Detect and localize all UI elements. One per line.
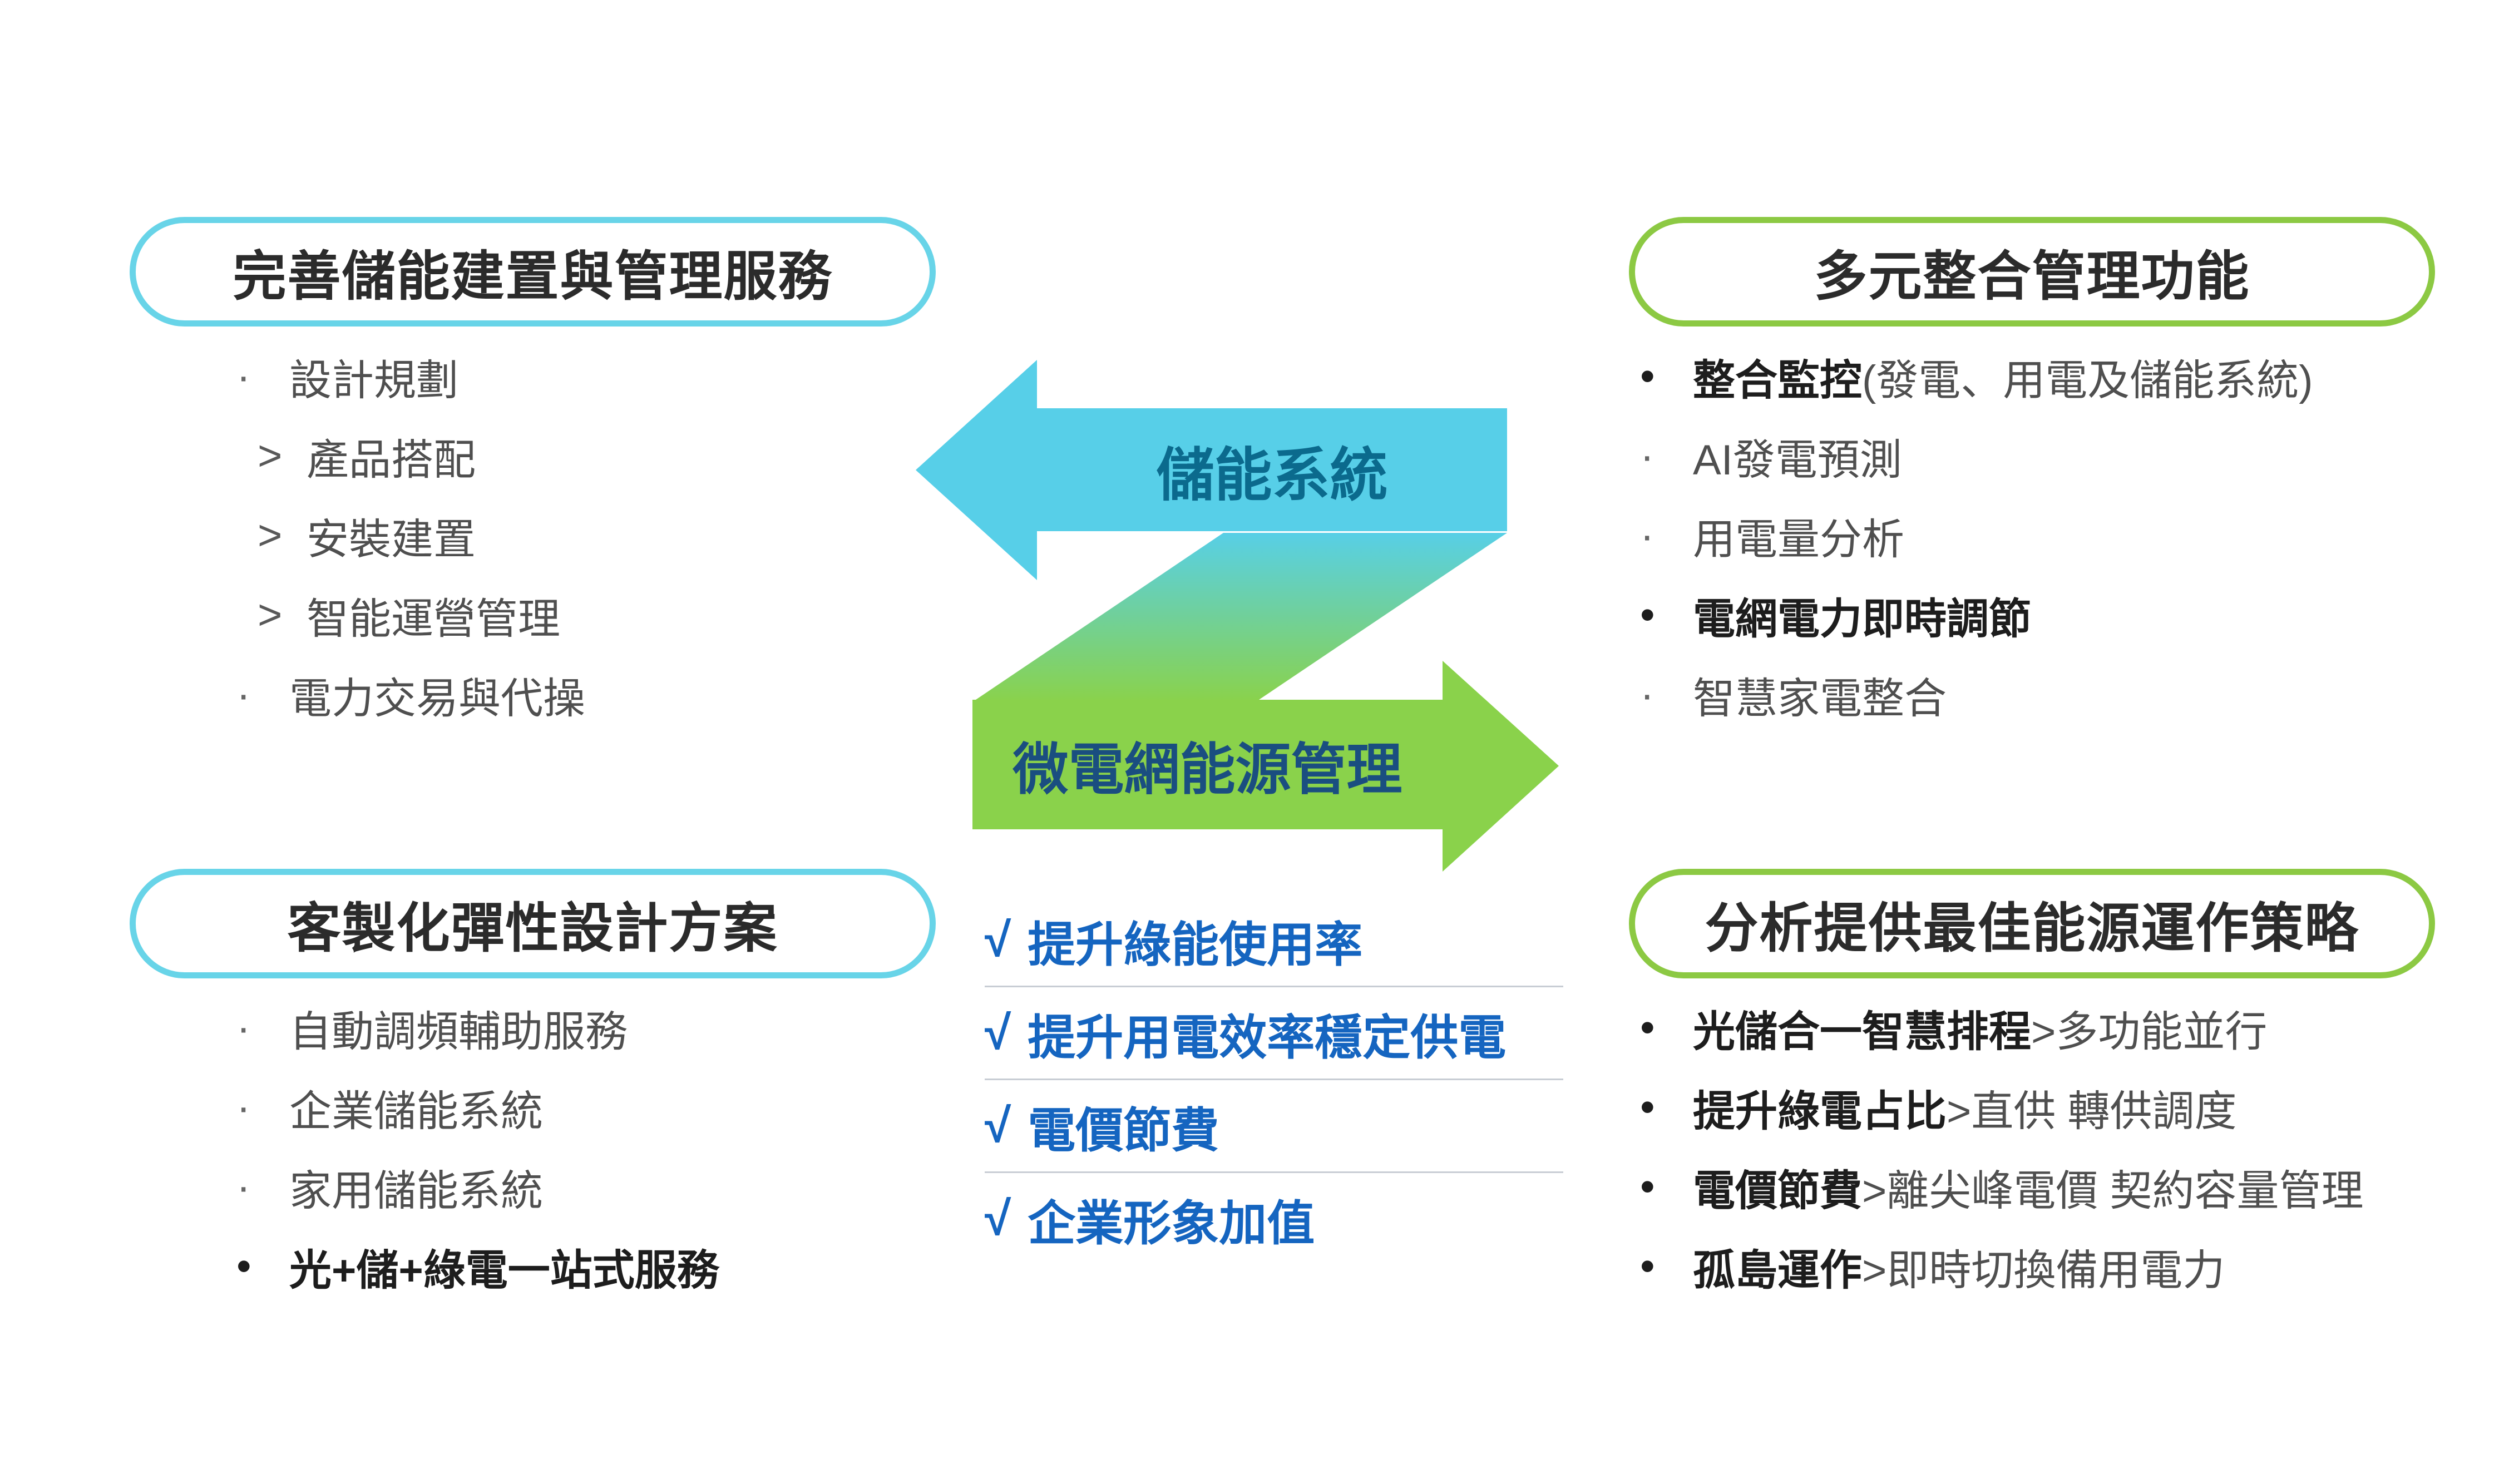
list-subitem: > 安裝建置 <box>236 496 585 575</box>
microgrid-arrow-label: 微電網能源管理 <box>1013 739 1402 801</box>
solid-bullet: • <box>1640 1004 1655 1051</box>
benefit-label: 電價節費 <box>1028 1104 1219 1157</box>
chevron-bullet: > <box>258 591 283 639</box>
list-item-text: 產品搭配 <box>307 436 476 484</box>
list-item: · 電力交易與代操 <box>236 655 585 734</box>
list-item-tail: >離尖峰電價 契約容量管理 <box>1862 1167 2364 1215</box>
list-item-tail: >即時切換備用電力 <box>1862 1246 2225 1294</box>
list-item: · 用電量分析 <box>1640 496 2313 575</box>
list-item: · 設計規劃 <box>236 337 585 416</box>
solid-bullet: • <box>1640 353 1655 400</box>
list-subitem: > 智能運營管理 <box>236 575 585 655</box>
dot-bullet: · <box>1640 671 1654 718</box>
list-item-text: 企業儲能系統 <box>289 1087 543 1135</box>
list-subitem: > 產品搭配 <box>236 416 585 496</box>
panel-title-energy-strategy: 分析提供最佳能源運作策略 <box>1629 869 2435 978</box>
list-item: • 光儲合一智慧排程 >多功能並行 <box>1640 988 2364 1067</box>
list-item-lead: 提升綠電占比 <box>1693 1087 1947 1135</box>
dot-bullet: · <box>236 353 251 400</box>
benefits-checklist: √ 提升綠能使用率 √ 提升用電效率穩定供電 √ 電價節費 √ 企業形象加值 <box>985 894 1563 1264</box>
chevron-bullet: > <box>258 512 283 559</box>
dot-bullet: · <box>1640 432 1654 479</box>
list-item: · AI發電預測 <box>1640 416 2313 496</box>
list-item-tail: >多功能並行 <box>2031 1008 2268 1056</box>
list-item-text: 家用儲能系統 <box>289 1167 543 1215</box>
list-item-text: 用電量分析 <box>1693 516 1904 563</box>
dot-bullet: · <box>1640 512 1654 559</box>
dot-bullet: · <box>236 1163 251 1210</box>
check-icon: √ <box>985 1099 1011 1152</box>
chevron-bullet: > <box>258 432 283 479</box>
integration-functions-list: • 整合監控 (發電、用電及儲能系統) · AI發電預測 · 用電量分析 • 電… <box>1640 337 2313 734</box>
z-gradient-band <box>972 533 1507 702</box>
solid-bullet: • <box>1640 591 1655 639</box>
storage-arrow-label: 儲能系統 <box>1156 443 1388 508</box>
panel-title-integration-functions: 多元整合管理功能 <box>1629 217 2435 327</box>
list-item-text: 安裝建置 <box>307 516 476 563</box>
list-item-text: 設計規劃 <box>289 357 458 404</box>
panel-title-custom-design: 客製化彈性設計方案 <box>130 869 936 978</box>
list-item: • 提升綠電占比 >直供 轉供調度 <box>1640 1067 2364 1147</box>
check-icon: √ <box>985 1006 1011 1060</box>
benefit-row: √ 電價節費 <box>985 1080 1563 1173</box>
solid-bullet: • <box>1640 1084 1655 1131</box>
list-item-text: 智能運營管理 <box>307 595 560 643</box>
solid-bullet: • <box>1640 1243 1655 1290</box>
benefit-row: √ 提升用電效率穩定供電 <box>985 987 1563 1080</box>
list-item: · 智慧家電整合 <box>1640 655 2313 734</box>
check-icon: √ <box>985 913 1011 967</box>
list-item-text: 光+儲+綠電一站式服務 <box>289 1246 719 1294</box>
energy-strategy-list: • 光儲合一智慧排程 >多功能並行 • 提升綠電占比 >直供 轉供調度 • 電價… <box>1640 988 2364 1306</box>
benefit-row: √ 企業形象加值 <box>985 1173 1563 1264</box>
solid-bullet: • <box>236 1243 251 1290</box>
custom-design-list: · 自動調頻輔助服務 · 企業儲能系統 · 家用儲能系統 • 光+儲+綠電一站式… <box>236 988 719 1306</box>
list-item: · 家用儲能系統 <box>236 1147 719 1226</box>
list-item: • 電價節費 >離尖峰電價 契約容量管理 <box>1640 1147 2364 1226</box>
list-item-lead: 孤島運作 <box>1693 1246 1862 1294</box>
list-item-text: 電網電力即時調節 <box>1693 595 2031 643</box>
benefit-label: 提升用電效率穩定供電 <box>1028 1011 1507 1065</box>
list-item-lead: 整合監控 <box>1693 357 1862 404</box>
check-icon: √ <box>985 1191 1011 1245</box>
list-item: • 孤島運作 >即時切換備用電力 <box>1640 1226 2364 1306</box>
list-item: • 光+儲+綠電一站式服務 <box>236 1226 719 1306</box>
benefit-row: √ 提升綠能使用率 <box>985 894 1563 987</box>
list-item-text: 自動調頻輔助服務 <box>289 1008 628 1056</box>
list-item-lead: 光儲合一智慧排程 <box>1693 1008 2031 1056</box>
list-item-lead: 電價節費 <box>1693 1167 1862 1215</box>
list-item-text: 智慧家電整合 <box>1693 675 1947 723</box>
list-item: · 企業儲能系統 <box>236 1067 719 1147</box>
panel-title-storage-services: 完善儲能建置與管理服務 <box>130 217 936 327</box>
storage-services-list: · 設計規劃 > 產品搭配 > 安裝建置 > 智能運營管理 · 電力交易與代操 <box>236 337 585 734</box>
dot-bullet: · <box>236 1084 251 1131</box>
dot-bullet: · <box>236 671 251 718</box>
list-item: · 自動調頻輔助服務 <box>236 988 719 1067</box>
solid-bullet: • <box>1640 1163 1655 1210</box>
benefit-label: 提升綠能使用率 <box>1028 918 1363 972</box>
list-item-text: AI發電預測 <box>1693 436 1902 484</box>
dot-bullet: · <box>236 1004 251 1051</box>
benefit-label: 企業形象加值 <box>1028 1196 1315 1250</box>
list-item-tail: >直供 轉供調度 <box>1947 1087 2237 1135</box>
list-item-text: 電力交易與代操 <box>289 675 585 723</box>
list-item-tail: (發電、用電及儲能系統) <box>1862 357 2313 404</box>
list-item: • 整合監控 (發電、用電及儲能系統) <box>1640 337 2313 416</box>
list-item: • 電網電力即時調節 <box>1640 575 2313 655</box>
